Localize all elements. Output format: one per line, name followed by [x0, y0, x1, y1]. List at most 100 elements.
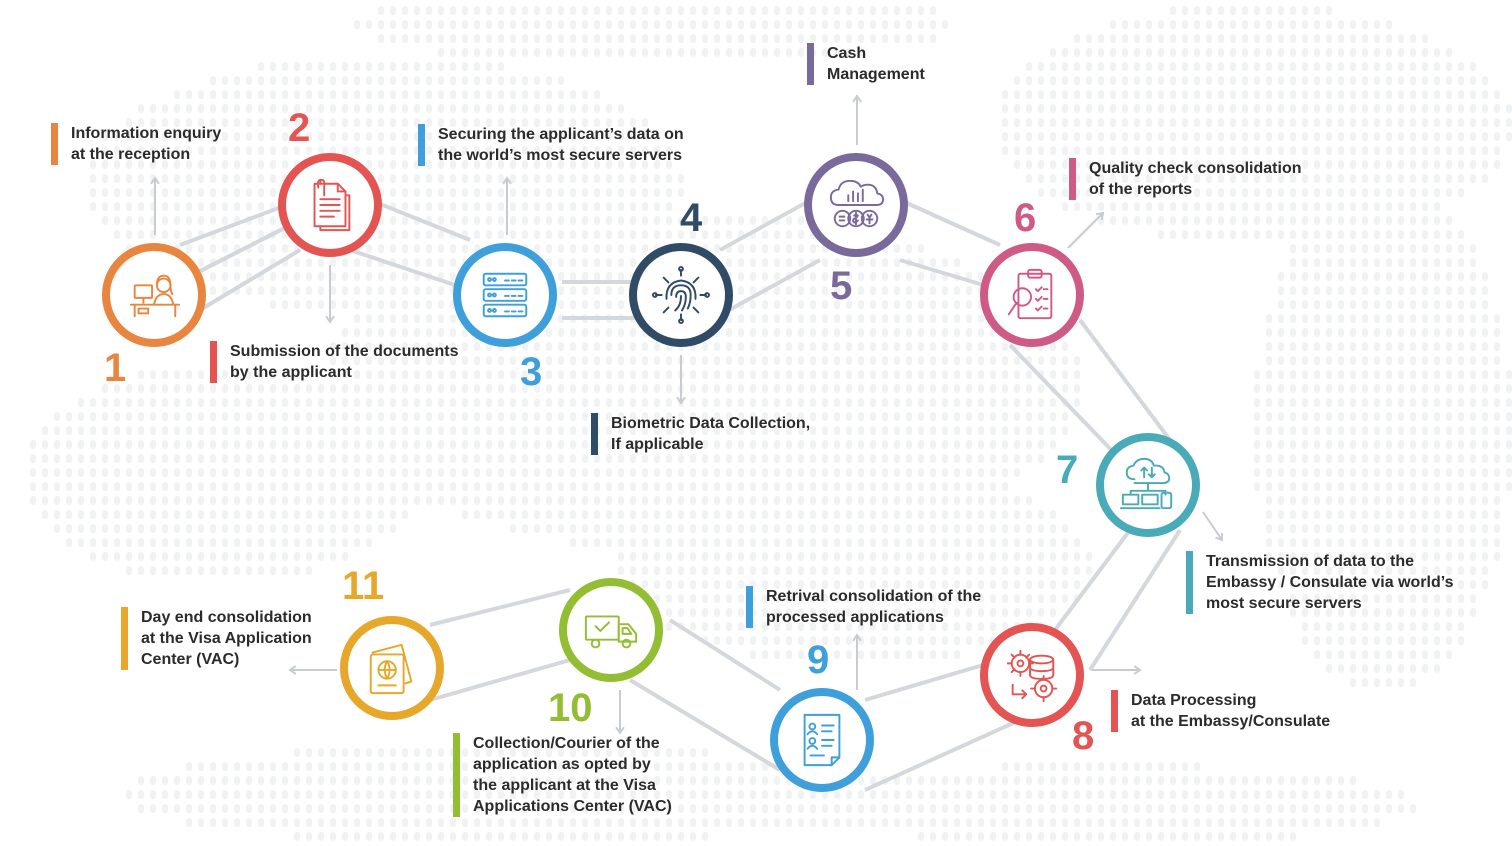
step-4-node — [629, 243, 733, 347]
map-dot — [426, 104, 432, 113]
map-dot — [822, 20, 828, 29]
map-dot — [1278, 202, 1284, 211]
map-dot — [510, 188, 516, 197]
map-dot — [702, 6, 708, 15]
map-dot — [618, 146, 624, 155]
map-dot — [1254, 118, 1260, 127]
map-dot — [1338, 174, 1344, 183]
map-dot — [1458, 76, 1464, 85]
map-dot — [942, 20, 948, 29]
map-dot — [1398, 132, 1404, 141]
map-dot — [294, 118, 300, 127]
map-dot — [1446, 90, 1452, 99]
map-dot — [1230, 104, 1236, 113]
map-dot — [306, 132, 312, 141]
map-dot — [522, 76, 528, 85]
map-dot — [1458, 104, 1464, 113]
map-dot — [582, 90, 588, 99]
map-dot — [138, 104, 144, 113]
map-dot — [522, 48, 528, 57]
map-dot — [1386, 188, 1392, 197]
map-dot — [1146, 160, 1152, 169]
arrow — [852, 94, 862, 145]
map-dot — [546, 132, 552, 141]
map-dot — [582, 104, 588, 113]
map-dot — [522, 104, 528, 113]
map-dot — [1350, 90, 1356, 99]
map-dot — [702, 34, 708, 43]
map-dot — [930, 34, 936, 43]
map-dot — [426, 132, 432, 141]
map-dot — [234, 174, 240, 183]
map-dot — [1266, 76, 1272, 85]
map-dot — [678, 6, 684, 15]
map-dot — [1422, 174, 1428, 183]
map-dot — [858, 20, 864, 29]
map-dot — [1398, 48, 1404, 57]
map-dot — [1278, 62, 1284, 71]
map-dot — [426, 90, 432, 99]
map-dot — [786, 48, 792, 57]
map-dot — [1494, 90, 1500, 99]
map-dot — [1374, 132, 1380, 141]
map-dot — [1158, 132, 1164, 141]
map-dot — [1242, 90, 1248, 99]
map-dot — [1458, 132, 1464, 141]
map-dot — [1266, 48, 1272, 57]
map-dot — [402, 160, 408, 169]
map-dot — [534, 34, 540, 43]
map-dot — [258, 104, 264, 113]
map-dot — [1050, 76, 1056, 85]
map-dot — [1170, 76, 1176, 85]
map-dot — [474, 20, 480, 29]
map-dot — [378, 174, 384, 183]
map-dot — [1482, 76, 1488, 85]
map-dot — [402, 62, 408, 71]
map-dot — [378, 62, 384, 71]
map-dot — [1050, 118, 1056, 127]
map-dot — [642, 20, 648, 29]
map-dot — [1134, 202, 1140, 211]
map-dot — [1326, 160, 1332, 169]
map-dot — [798, 34, 804, 43]
map-dot — [1266, 118, 1272, 127]
map-dot — [582, 34, 588, 43]
map-dot — [1434, 76, 1440, 85]
map-dot — [1146, 118, 1152, 127]
map-dot — [894, 20, 900, 29]
map-dot — [486, 62, 492, 71]
map-dot — [822, 6, 828, 15]
map-dot — [258, 188, 264, 197]
map-dot — [1470, 76, 1476, 85]
map-dot — [510, 34, 516, 43]
map-dot — [738, 6, 744, 15]
map-dot — [126, 174, 132, 183]
map-dot — [1254, 104, 1260, 113]
map-dot — [1218, 118, 1224, 127]
map-dot — [630, 202, 636, 211]
map-dot — [558, 160, 564, 169]
map-dot — [558, 90, 564, 99]
map-dot — [1038, 118, 1044, 127]
map-dot — [426, 118, 432, 127]
map-dot — [1026, 146, 1032, 155]
map-dot — [558, 146, 564, 155]
map-dot — [1266, 132, 1272, 141]
map-dot — [1206, 48, 1212, 57]
map-dot — [1230, 174, 1236, 183]
map-dot — [1302, 146, 1308, 155]
map-dot — [1218, 202, 1224, 211]
map-dot — [1230, 188, 1236, 197]
map-dot — [150, 160, 156, 169]
map-dot — [162, 132, 168, 141]
map-dot — [270, 160, 276, 169]
map-dot — [246, 202, 252, 211]
map-dot — [1062, 48, 1068, 57]
connector-line — [668, 618, 782, 692]
map-dot — [438, 6, 444, 15]
map-dot — [1218, 34, 1224, 43]
map-dot — [438, 202, 444, 211]
map-dot — [630, 48, 636, 57]
map-dot — [1326, 76, 1332, 85]
map-dot — [522, 160, 528, 169]
